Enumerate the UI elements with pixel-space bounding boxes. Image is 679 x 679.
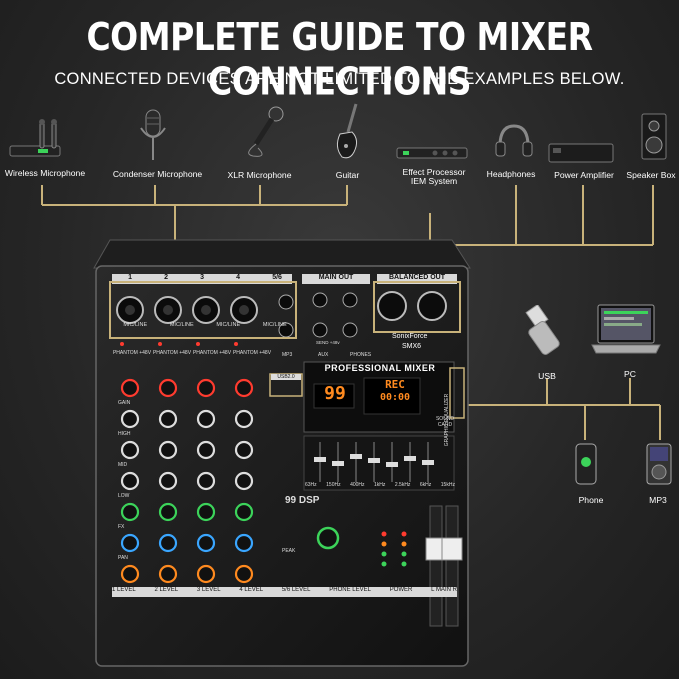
wireless-mic-icon [9,119,61,157]
laptop-icon [591,304,661,354]
send-label: SEND +48v [316,340,340,345]
aux-label: AUX [318,352,329,358]
device-label-power-amplifier: Power Amplifier [554,170,614,180]
device-label-speaker-box: Speaker Box [626,170,676,180]
channel-knob[interactable] [196,533,216,553]
device-label-headphones: Headphones [486,169,536,179]
jack-center [239,305,249,315]
channel-numbers: 1 2 3 4 5/6 [128,274,282,281]
channel-knob[interactable] [158,378,178,398]
channel-knob[interactable] [120,471,140,491]
knob-row-labels: GAIN HIGH MID LOW FX PAN [118,400,131,561]
channel-knob[interactable] [158,564,178,584]
channel-knob[interactable] [120,378,140,398]
sound-card-label: SOUND CARD [435,416,455,428]
channel-knob[interactable] [158,471,178,491]
phones-label: PHONES [350,352,372,358]
channel-knob[interactable] [120,502,140,522]
channel-knob[interactable] [234,378,254,398]
channel-knob[interactable] [234,440,254,460]
rec-indicator: REC [385,378,405,391]
effect-processor-icon [396,147,468,159]
channel-knob[interactable] [196,564,216,584]
dsp-label: 99 DSP [285,495,320,506]
channel-knob[interactable] [234,502,254,522]
channel-knob[interactable] [234,409,254,429]
mp3-player-icon [646,443,672,485]
dsp-display-number: 99 [324,383,346,404]
channel-knob[interactable] [234,533,254,553]
eq-frequencies: 63Hz 150Hz 400Hz 1kHz 2.5kHz 6kHz 15kHz [305,482,455,488]
power-amplifier-icon [548,143,614,163]
usb-drive-icon [525,305,560,355]
usb-port-label: USB2.0 [271,374,301,380]
guitar-icon [336,103,358,159]
device-label-xlr-microphone: XLR Microphone [227,170,292,180]
channel-knob[interactable] [120,440,140,460]
mic-line-labels: MIC/LINE MIC/LINE MIC/LINE MIC/LINE [123,322,287,328]
phantom-led [120,342,124,346]
phantom-led [234,342,238,346]
device-label-phone: Phone [578,495,604,505]
device-label-mp3: MP3 [649,495,667,505]
device-label-usb: USB [538,371,556,381]
device-label-condenser-microphone: Condenser Microphone [112,169,203,179]
panel-title: PROFESSIONAL MIXER [324,363,436,373]
device-label-guitar: Guitar [335,170,360,180]
channel-knob[interactable] [158,533,178,553]
jack-center [201,305,211,315]
brand-name: SonixForce [392,333,428,340]
mp3-toggle-label: MP3 [282,352,293,358]
model-name: SMX6 [402,343,422,350]
xlr-mic-icon [248,106,284,157]
jack-center [125,305,135,315]
condenser-mic-icon [140,109,166,160]
page-title: COMPLETE GUIDE TO MIXER CONNECTIONS [86,14,593,104]
device-label-pc: PC [624,369,636,379]
speaker-box-icon [641,113,667,160]
mixer-device [93,239,471,667]
rec-time: 00:00 [379,392,411,403]
phantom-led [196,342,200,346]
device-label-effect-processor: Effect Processor IEM System [402,167,466,186]
channel-knob[interactable] [120,409,140,429]
page-subtitle: CONNECTED DEVICES ARE NOT LIMITED TO THE… [54,70,625,88]
channel-knob[interactable] [196,440,216,460]
channel-knob[interactable] [158,502,178,522]
peak-labels: PEAK [282,548,296,554]
channel-knob[interactable] [234,471,254,491]
channel-strips [116,294,294,584]
channel-knob[interactable] [158,440,178,460]
phantom-led [158,342,162,346]
channel-knob[interactable] [120,533,140,553]
stereo-input-jack[interactable] [278,294,294,310]
phantom-labels: PHANTOM +48V PHANTOM +48V PHANTOM +48V P… [112,350,272,356]
main-out-label: MAIN OUT [318,274,354,281]
jack-center [163,305,173,315]
channel-knob[interactable] [196,378,216,398]
phone-icon [575,443,597,485]
channel-knob[interactable] [120,564,140,584]
balanced-out-label: BALANCED OUT [389,274,445,281]
channel-knob[interactable] [158,409,178,429]
device-label-wireless-microphone: Wireless Microphone [4,168,86,178]
channel-knob[interactable] [196,502,216,522]
headphones-icon [495,124,533,157]
channel-knob[interactable] [234,564,254,584]
eq-label: GRAPHIC EQUALIZER [444,393,450,447]
channel-knob[interactable] [196,409,216,429]
level-labels: 1 LEVEL 2 LEVEL 3 LEVEL 4 LEVEL 5/6 LEVE… [112,587,457,593]
channel-knob[interactable] [196,471,216,491]
